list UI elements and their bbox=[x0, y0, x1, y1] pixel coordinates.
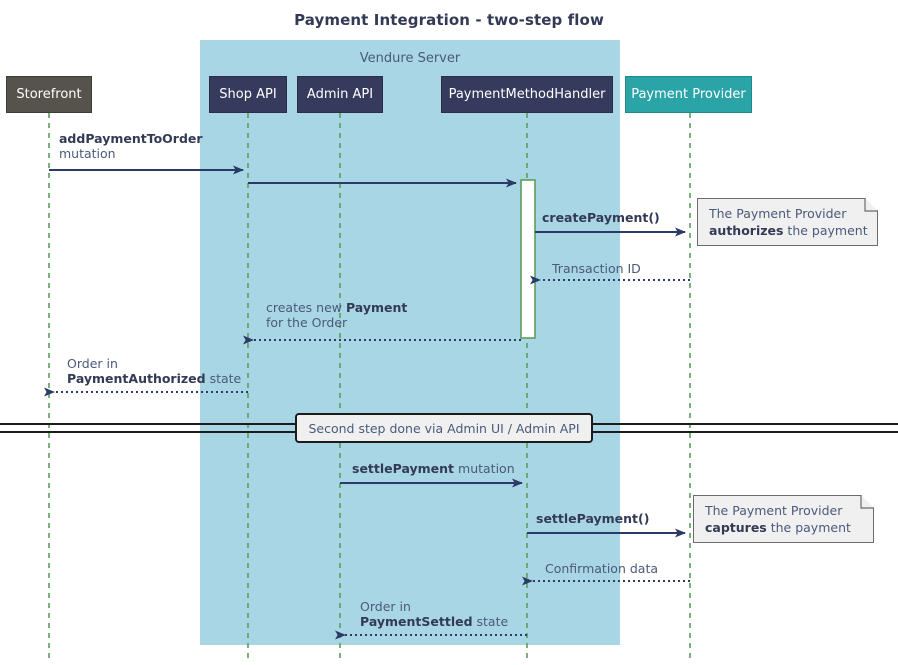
label-transaction-id: Transaction ID bbox=[552, 261, 641, 276]
note-captures-line2: captures the payment bbox=[705, 519, 863, 536]
note-authorizes-bold: authorizes bbox=[709, 223, 784, 238]
page-title: Payment Integration - two-step flow bbox=[294, 11, 604, 29]
participant-admin-api[interactable]: Admin API bbox=[297, 76, 383, 113]
note-fold-line-icon bbox=[860, 495, 874, 509]
label-settle-payment-call-bold: settlePayment() bbox=[536, 511, 650, 526]
participant-shop-api[interactable]: Shop API bbox=[209, 76, 287, 113]
participant-label-storefront: Storefront bbox=[16, 87, 82, 102]
label-order-payment-settled: Order in PaymentSettled state bbox=[360, 599, 508, 629]
label-creates-new-payment-bold: Payment bbox=[345, 300, 408, 315]
activation-bar-handler-step1 bbox=[520, 179, 536, 339]
participant-label-payment-provider: Payment Provider bbox=[631, 87, 746, 102]
note-captures: The Payment Provider captures the paymen… bbox=[693, 495, 874, 543]
label-settle-payment-call: settlePayment() bbox=[536, 511, 649, 526]
label-settle-payment-mutation: settlePayment mutation bbox=[352, 461, 515, 476]
label-add-payment-to-order: addPaymentToOrder mutation bbox=[59, 131, 203, 161]
label-create-payment-bold: createPayment() bbox=[542, 210, 660, 225]
label-transaction-id-text: Transaction ID bbox=[552, 261, 641, 276]
label-order-payment-authorized-line1: Order in bbox=[67, 356, 118, 371]
label-settle-payment-mutation-bold: settlePayment bbox=[352, 461, 455, 476]
note-authorizes-plain: the payment bbox=[783, 223, 868, 238]
label-order-payment-settled-plain: state bbox=[472, 614, 509, 629]
label-creates-new-payment-plain: creates new bbox=[266, 300, 346, 315]
note-authorizes-line2: authorizes the payment bbox=[709, 222, 868, 239]
note-fold-corner-icon bbox=[865, 198, 878, 211]
divider-second-step: Second step done via Admin UI / Admin AP… bbox=[295, 413, 593, 443]
label-create-payment: createPayment() bbox=[542, 210, 660, 225]
group-band-label: Vendure Server bbox=[359, 51, 461, 66]
label-add-payment-to-order-bold: addPaymentToOrder bbox=[59, 131, 203, 146]
divider-label: Second step done via Admin UI / Admin AP… bbox=[308, 420, 580, 436]
note-captures-plain: the payment bbox=[766, 520, 851, 535]
label-creates-new-payment: creates new Payment for the Order bbox=[266, 300, 407, 330]
participant-label-payment-method-handler: PaymentMethodHandler bbox=[448, 87, 606, 102]
participant-label-admin-api: Admin API bbox=[306, 87, 374, 102]
label-order-payment-authorized: Order in PaymentAuthorized state bbox=[67, 356, 241, 386]
note-captures-line1: The Payment Provider bbox=[705, 503, 843, 518]
label-add-payment-to-order-plain: mutation bbox=[59, 146, 116, 161]
label-confirmation-data-text: Confirmation data bbox=[545, 561, 659, 576]
label-order-payment-authorized-bold: PaymentAuthorized bbox=[67, 371, 206, 386]
note-fold-corner-icon bbox=[861, 495, 874, 508]
participant-payment-provider[interactable]: Payment Provider bbox=[625, 76, 752, 113]
participant-storefront[interactable]: Storefront bbox=[6, 76, 92, 113]
note-authorizes-line1: The Payment Provider bbox=[709, 206, 847, 221]
note-fold-line-icon bbox=[864, 198, 878, 212]
participant-payment-method-handler[interactable]: PaymentMethodHandler bbox=[441, 76, 613, 113]
label-confirmation-data: Confirmation data bbox=[545, 561, 658, 576]
note-captures-bold: captures bbox=[705, 520, 767, 535]
group-band-vendure-server bbox=[200, 40, 620, 645]
label-settle-payment-mutation-plain: mutation bbox=[454, 461, 515, 476]
label-order-payment-settled-line1: Order in bbox=[360, 599, 411, 614]
label-order-payment-settled-bold: PaymentSettled bbox=[360, 614, 473, 629]
note-authorizes: The Payment Provider authorizes the paym… bbox=[697, 198, 878, 246]
participant-label-shop-api: Shop API bbox=[219, 87, 277, 102]
label-creates-new-payment-line2: for the Order bbox=[266, 315, 348, 330]
label-order-payment-authorized-plain: state bbox=[205, 371, 242, 386]
